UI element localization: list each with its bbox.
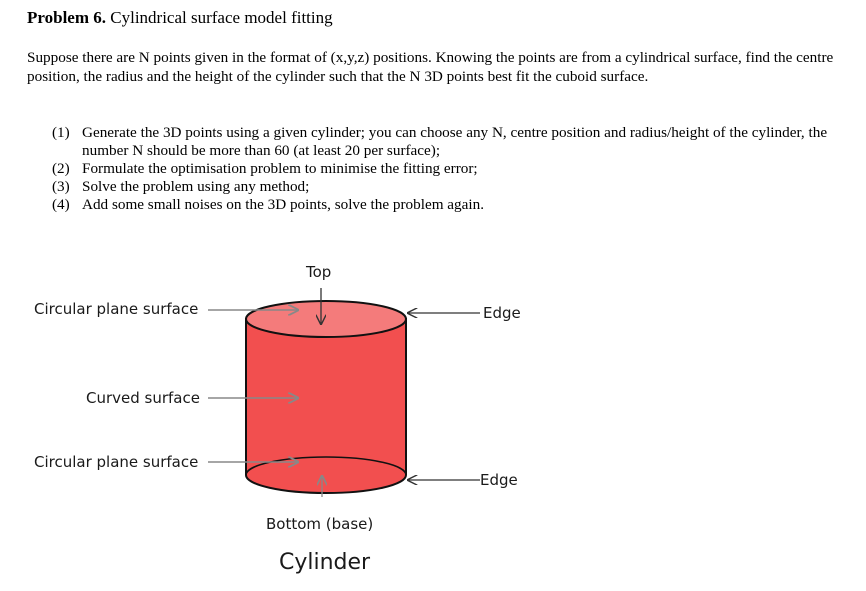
step-number: (4) — [52, 196, 70, 213]
edge-bottom-label: Edge — [480, 471, 518, 489]
step-number: (2) — [52, 160, 70, 177]
step-item: (2) Formulate the optimisation problem to… — [52, 160, 852, 178]
bottom-label: Bottom (base) — [266, 515, 374, 533]
cylinder-top-ellipse — [245, 300, 407, 338]
curved-surface-label: Curved surface — [86, 389, 200, 407]
circular-top-label: Circular plane surface — [34, 300, 199, 318]
circular-bottom-label: Circular plane surface — [34, 453, 199, 471]
problem-number: Problem 6. — [27, 8, 107, 27]
step-item: (1) Generate the 3D points using a given … — [52, 124, 852, 160]
edge-top-label: Edge — [483, 304, 521, 322]
step-text: Generate the 3D points using a given cyl… — [82, 124, 828, 159]
step-text: Solve the problem using any method; — [82, 178, 310, 195]
step-text: Formulate the optimisation problem to mi… — [82, 160, 478, 177]
cylinder-base-back-edge — [245, 456, 407, 476]
problem-heading: Problem 6. Cylindrical surface model fit… — [27, 8, 333, 28]
cylinder-body — [245, 318, 407, 494]
problem-intro: Suppose there are N points given in the … — [27, 49, 834, 85]
step-number: (3) — [52, 178, 70, 195]
cylinder-caption: Cylinder — [279, 550, 371, 575]
problem-title: Cylindrical surface model fitting — [110, 8, 333, 27]
step-item: (3) Solve the problem using any method; — [52, 178, 852, 196]
step-item: (4) Add some small noises on the 3D point… — [52, 196, 852, 214]
step-number: (1) — [52, 124, 70, 141]
steps-list: (1) Generate the 3D points using a given … — [52, 124, 852, 214]
step-text: Add some small noises on the 3D points, … — [82, 196, 484, 213]
top-label: Top — [306, 263, 332, 281]
